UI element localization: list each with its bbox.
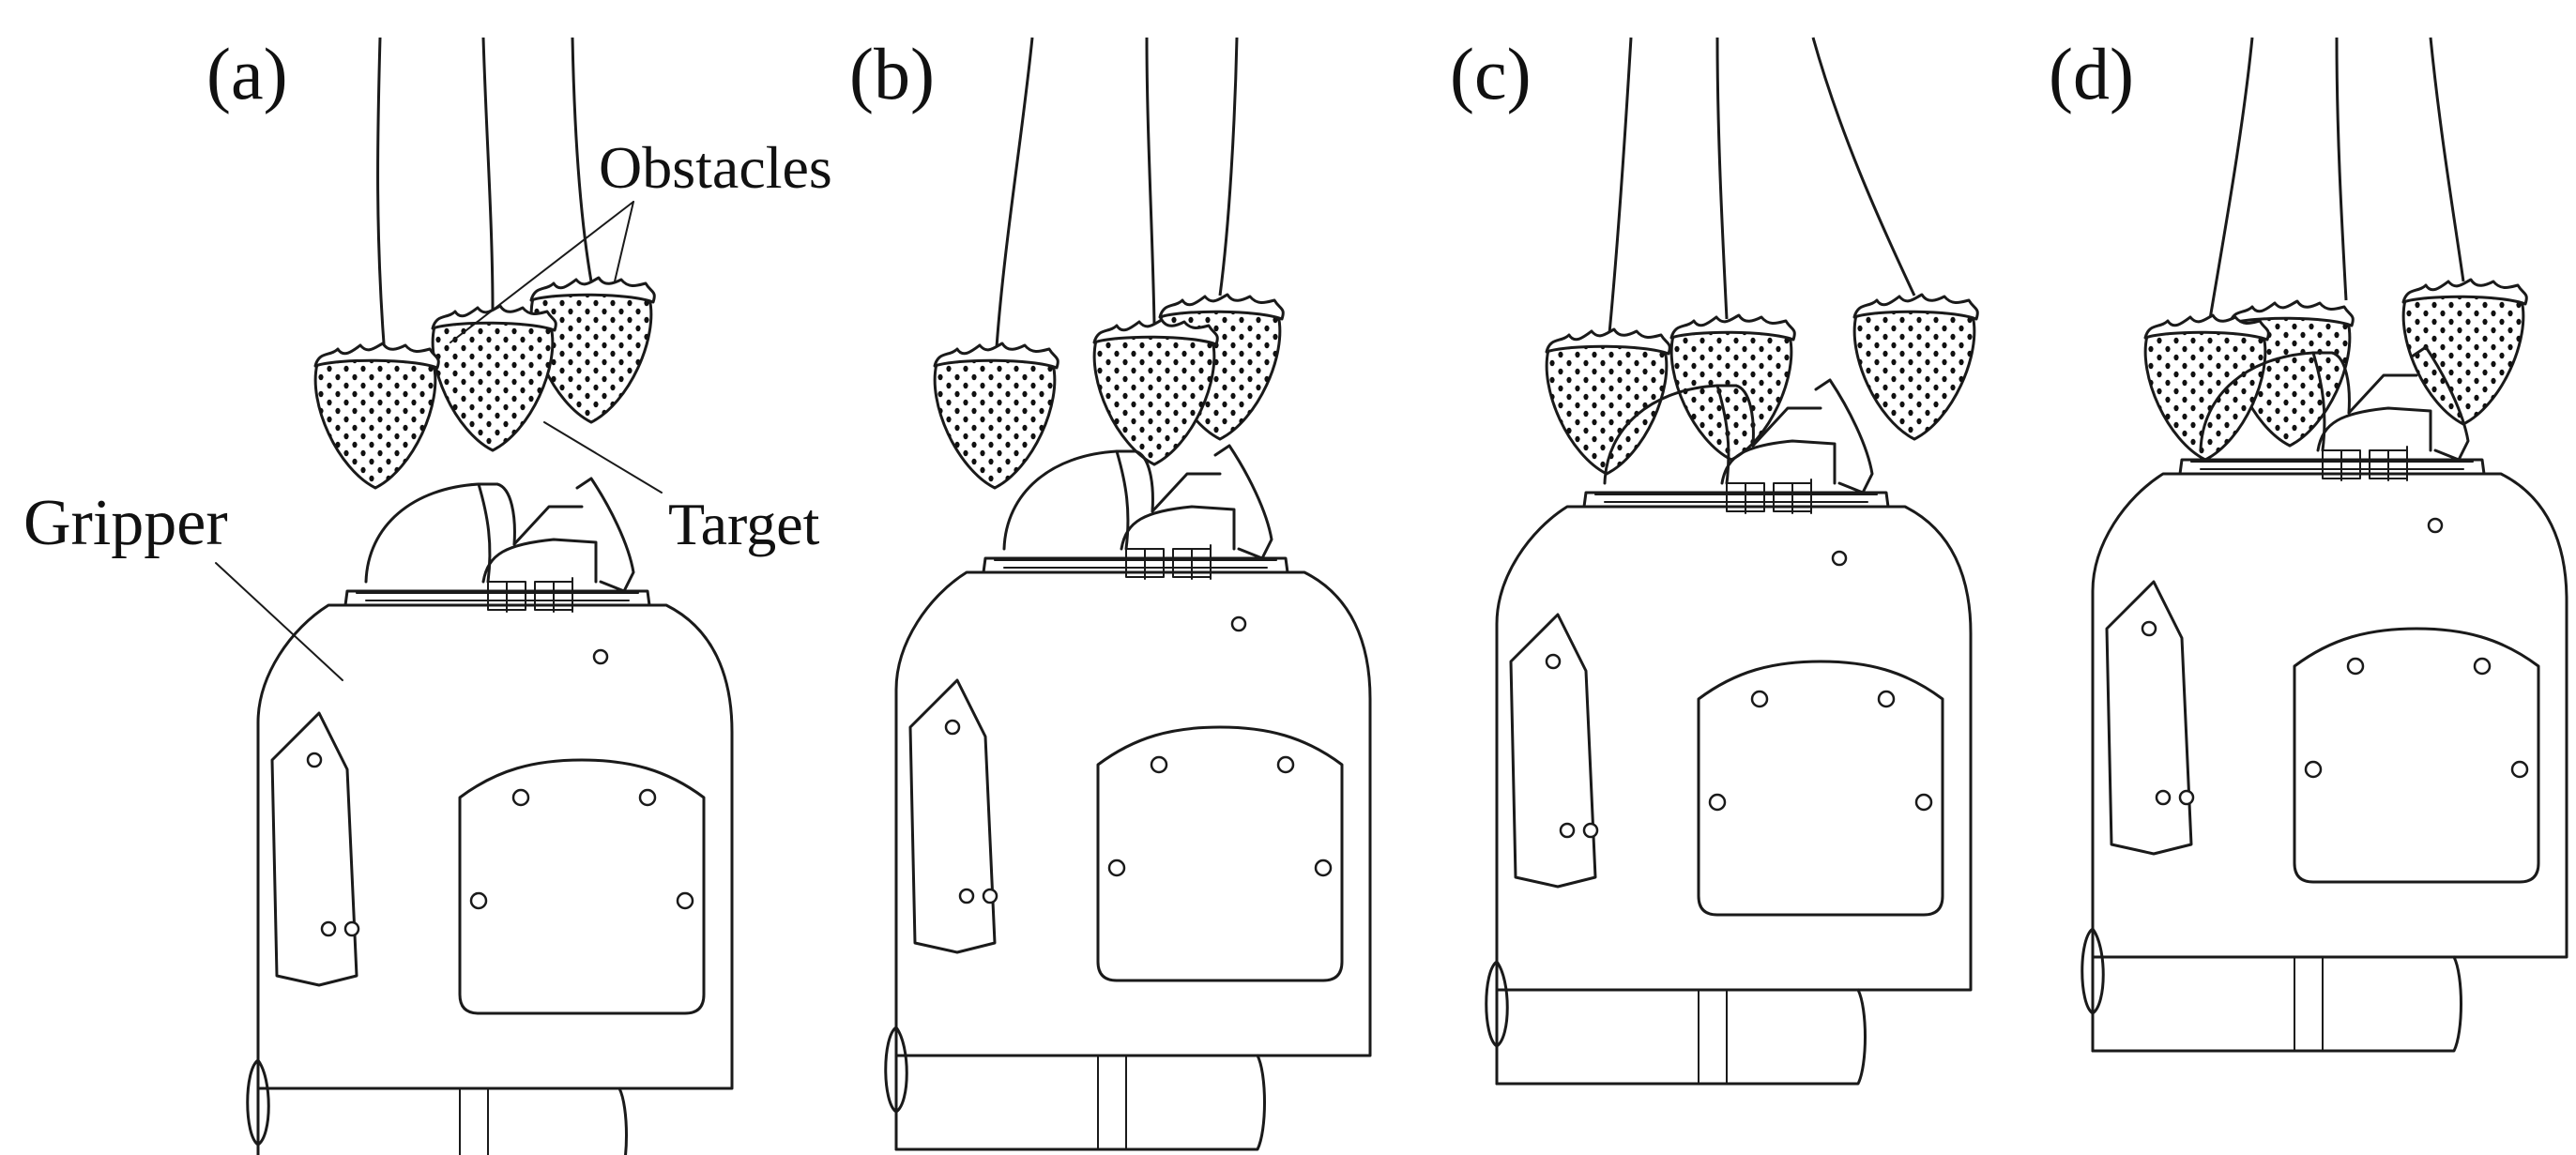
panel-d: (d) — [2049, 33, 2568, 1053]
label-obstacles: Obstacles — [599, 134, 832, 201]
leader-obstacles-1 — [450, 201, 634, 343]
leader-gripper — [215, 562, 343, 681]
panel-a-label: (a) — [206, 33, 288, 114]
panel-c: (c) — [1450, 33, 1979, 1086]
panel-c-label: (c) — [1450, 33, 1532, 114]
panel-a: (a) Obstacles Target Gripper — [23, 33, 832, 1155]
label-gripper: Gripper — [23, 487, 228, 559]
panel-b: (b) — [849, 33, 1372, 1151]
panel-b-label: (b) — [849, 33, 935, 114]
label-target: Target — [668, 491, 820, 557]
leader-target — [543, 421, 663, 494]
panel-d-label: (d) — [2049, 33, 2134, 114]
leader-obstacles-2 — [614, 201, 634, 282]
